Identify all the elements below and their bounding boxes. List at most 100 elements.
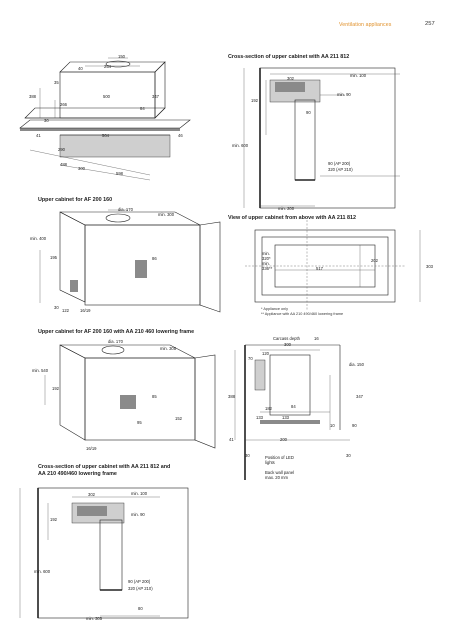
y-dim-302: 302 — [88, 492, 96, 497]
s1-dim-320ap: 320 (AP 210) — [328, 167, 353, 172]
w-dim-85: 85 — [152, 394, 157, 399]
v-dim-min336-b: 336** — [262, 266, 273, 271]
u-dim-122: 122 — [62, 308, 70, 313]
y-dim-320ap: 320 (AP 210) — [128, 586, 153, 591]
x-dim-10: 10 — [330, 423, 335, 428]
v-dim-303: 303 — [426, 264, 434, 269]
u-dim-dia170: dia. 170 — [118, 207, 134, 212]
y-dim-90ap: 90 (AP 200) — [128, 579, 151, 584]
dim-40: 40 — [78, 66, 83, 71]
x-dim-300: 300 — [284, 342, 292, 347]
footnote-appliance-only: * Appliance only — [261, 307, 289, 311]
dim-254: 254 — [104, 64, 112, 69]
position-led-label-1: Position of LED — [265, 455, 294, 460]
y-dim-min600: min. 600 — [34, 569, 51, 574]
x-dim-133: 133 — [256, 415, 264, 420]
dim-41: 41 — [36, 133, 41, 138]
caption-upper-cabinet-lowering-frame: Upper cabinet for AF 200 160 with AA 210… — [38, 329, 195, 335]
x-dim-30: 30 — [245, 453, 250, 458]
y-dim-80: 80 — [138, 606, 143, 611]
x-dim-84: 84 — [291, 404, 296, 409]
footnotes: * Appliance only ** Appliance with AA 21… — [261, 307, 343, 317]
y-dim-min305: min. 305 — [86, 616, 103, 621]
dim-35: 35 — [54, 80, 59, 85]
section-title: Ventilation appliances — [339, 22, 392, 28]
caption-cross-section-aa211812: Cross-section of upper cabinet with AA 2… — [228, 54, 350, 60]
x-dim-347: 347 — [356, 394, 364, 399]
dim-488: 488 — [60, 162, 68, 167]
v-dim-min336-a: min. — [262, 261, 270, 266]
view-from-above-drawing: min. 320* min. 336** 517 202 303 — [245, 220, 434, 310]
s1-dim-90ap: 90 (AP 200) — [328, 161, 351, 166]
x-dim-16: 16 — [314, 336, 319, 341]
back-wall-label-1: Back wall panel — [265, 470, 294, 475]
v-dim-202: 202 — [371, 258, 379, 263]
x-dim-90: 90 — [352, 423, 357, 428]
v-dim-min320-a: min. — [262, 251, 270, 256]
position-led-label-2: lights — [265, 460, 275, 465]
dim-46: 46 — [178, 133, 183, 138]
dim-300: 300 — [78, 166, 86, 171]
u-dim-min400: min. 400 — [30, 236, 47, 241]
w-dim-min540: min. 540 — [32, 368, 49, 373]
caption-line-1: Cross-section of upper cabinet with AA 2… — [38, 464, 171, 470]
s1-dim-min90: min. 90 — [337, 92, 351, 97]
dim-30: 30 — [44, 118, 49, 123]
dim-150: 150 — [118, 54, 126, 59]
w-dim-152: 152 — [175, 416, 183, 421]
dim-347: 347 — [152, 94, 160, 99]
x-dim-dia150: dia. 150 — [349, 362, 365, 367]
footnote-lowering-frame: ** Appliance with AA 210 490/460 lowerin… — [261, 311, 344, 316]
x-dim-182: 182 — [265, 406, 273, 411]
w-dim-min305: min. 305 — [160, 346, 177, 351]
cross-section-drawing-2: 302 min. 100 192 min. 90 min. 600 90 (AP… — [19, 487, 189, 621]
cross-section-drawing-1: 302 min. 100 min. 90 192 90 min. 600 90 … — [232, 67, 400, 211]
v-dim-min320-b: 320* — [262, 256, 271, 261]
s1-dim-min100: min. 100 — [350, 73, 367, 78]
caption-view-from-above: View of upper cabinet from above with AA… — [228, 215, 357, 221]
hood-isometric-drawing: 150 254 40 35 500 347 388 266 84 30 41 5… — [19, 54, 191, 181]
x-dim-133b: 133 — [282, 415, 290, 420]
w-dim-95: 95 — [137, 420, 142, 425]
dim-500: 500 — [103, 94, 111, 99]
x-dim-120: 120 — [262, 351, 270, 356]
s1-dim-min600: min. 600 — [232, 143, 249, 148]
s1-dim-90: 90 — [306, 110, 311, 115]
y-dim-min100: min. 100 — [131, 491, 148, 496]
dim-266: 266 — [60, 102, 68, 107]
side-section-drawing: Carcass depth 16 300 120 70 dia. 150 388… — [228, 336, 365, 480]
x-dim-388: 388 — [228, 394, 236, 399]
v-dim-517: 517 — [316, 266, 324, 271]
w-dim-dia170: dia. 170 — [108, 339, 124, 344]
x-dim-70: 70 — [248, 356, 253, 361]
dim-84: 84 — [140, 106, 145, 111]
u-dim-30: 30 — [54, 305, 59, 310]
u-dim-min300: min. 300 — [158, 212, 175, 217]
back-wall-label-2: max. 20 mm — [265, 475, 289, 480]
caption-upper-cabinet-af200160: Upper cabinet for AF 200 160 — [38, 197, 113, 203]
u-dim-1619: 16/19 — [80, 308, 91, 313]
s1-dim-302: 302 — [287, 76, 295, 81]
page-number: 257 — [425, 21, 435, 27]
x-dim-200: 200 — [280, 437, 288, 442]
s1-dim-192: 192 — [251, 98, 259, 103]
x-dim-30b: 30 — [346, 453, 351, 458]
y-dim-192: 192 — [50, 517, 58, 522]
upper-cabinet-drawing-1: dia. 170 min. 300 min. 400 195 86 30 122… — [30, 207, 221, 313]
dim-290: 290 — [58, 147, 66, 152]
upper-cabinet-drawing-2: dia. 170 min. 305 min. 540 192 85 95 152… — [32, 339, 216, 451]
u-dim-86: 86 — [152, 256, 157, 261]
dim-504: 504 — [102, 133, 110, 138]
caption-line-2: AA 210 490/460 lowering frame — [38, 470, 117, 477]
x-dim-41: 41 — [229, 437, 234, 442]
w-dim-192: 192 — [52, 386, 60, 391]
dim-598: 598 — [116, 171, 124, 176]
w-dim-1619: 16/19 — [86, 446, 97, 451]
x-dim-carcass-label: Carcass depth — [273, 336, 301, 341]
u-dim-195: 195 — [50, 255, 58, 260]
caption-cross-section-lowering-frame: Cross-section of upper cabinet with AA 2… — [38, 464, 170, 477]
dim-388: 388 — [29, 94, 37, 99]
y-dim-min90: min. 90 — [131, 512, 145, 517]
s1-dim-min200: min. 200 — [278, 206, 295, 211]
